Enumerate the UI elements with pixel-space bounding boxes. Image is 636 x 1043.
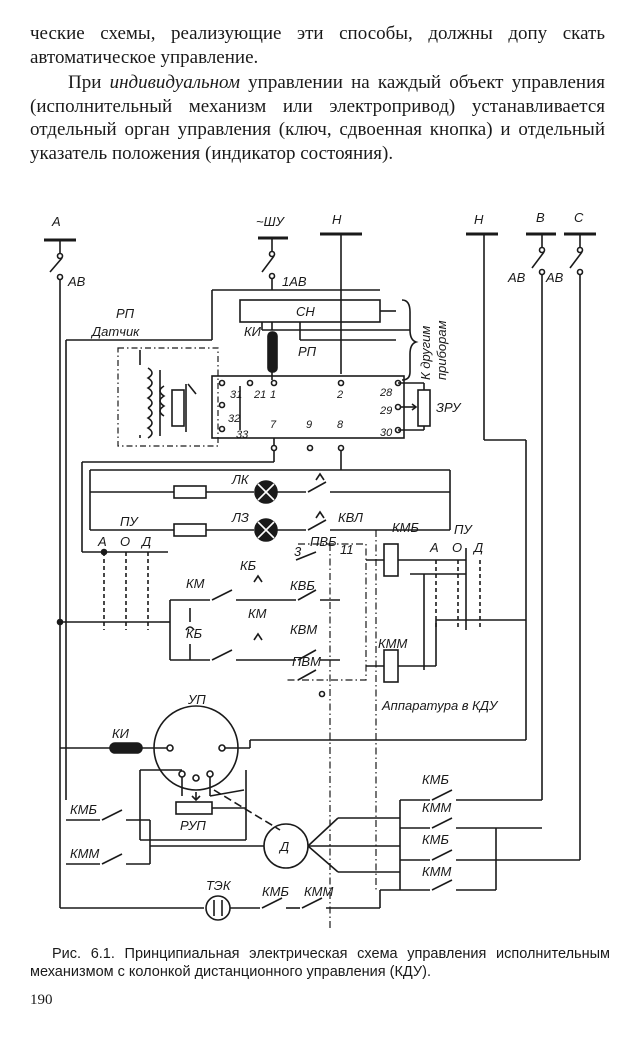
label-kb: КБ	[186, 626, 203, 641]
label-kb-small: КБ	[240, 558, 257, 573]
label-pu-right: ПУ	[454, 522, 473, 537]
label-lz: ЛЗ	[231, 510, 249, 525]
label-n11: 11	[340, 542, 354, 557]
label-kmm-r2: КММ	[422, 864, 451, 879]
paragraph-2-start: При	[68, 72, 110, 93]
figure-caption: Рис. 6.1. Принципиальная электрическая с…	[30, 945, 610, 981]
label-kmm-bottom: КММ	[304, 884, 333, 899]
label-bus-shu: ~ШУ	[256, 214, 286, 229]
paragraph-2-emphasis: индивидуальном	[109, 72, 240, 93]
label-kmb-bottom: КМБ	[262, 884, 289, 899]
label-kvb: КВБ	[290, 578, 315, 593]
label-t31: 31	[230, 389, 242, 401]
label-tek: ТЭК	[206, 878, 232, 893]
label-rp-top: РП	[116, 306, 135, 321]
label-sw-av: АВ	[67, 274, 86, 289]
label-pvb: ПВБ	[310, 534, 337, 549]
label-sw-av-c: АВ	[545, 270, 564, 285]
schematic-figure: А ~ШУ Н Н В С АВ 1АВ АВ АВ РП Датчик СН …	[0, 200, 636, 940]
label-a-right: А	[429, 540, 439, 555]
label-pu-left: ПУ	[120, 514, 139, 529]
label-t2: 2	[336, 389, 343, 401]
label-bus-n1: Н	[332, 212, 342, 227]
label-t9: 9	[306, 419, 312, 431]
label-sw-1av: 1АВ	[282, 274, 307, 289]
label-pvm: ПВМ	[292, 654, 321, 669]
paragraph-2: При индивидуальном управлении на каждый …	[30, 71, 605, 165]
label-motor: Д	[278, 839, 289, 854]
paragraph-1: ческие схемы, реализующие эти способы, д…	[30, 23, 605, 68]
label-t21: 21	[253, 389, 266, 401]
label-o-left: О	[120, 534, 130, 549]
label-t33: 33	[236, 429, 249, 441]
label-km2: КМ	[248, 606, 267, 621]
label-kmb-top: КМБ	[392, 520, 419, 535]
label-t30: 30	[380, 427, 393, 439]
label-t29: 29	[379, 405, 392, 417]
label-t32: 32	[228, 413, 240, 425]
label-other-devices-1: К другим	[418, 326, 433, 380]
label-kmm-r1: КММ	[422, 800, 451, 815]
label-kvl: КВЛ	[338, 510, 363, 525]
label-ki-top: КИ	[244, 324, 262, 339]
label-n3: 3	[294, 544, 302, 559]
label-t7: 7	[270, 419, 277, 431]
label-zru: ЗРУ	[436, 400, 462, 415]
paragraph-2-rest: управлении на каждый объект управления (…	[30, 72, 606, 164]
label-sensor: Датчик	[90, 324, 140, 339]
label-bus-n2: Н	[474, 212, 484, 227]
label-d-right: Д	[472, 540, 483, 555]
label-km1: КМ	[186, 576, 205, 591]
label-up: УП	[187, 692, 206, 707]
label-kdu: Аппаратура в КДУ	[381, 698, 499, 713]
label-other-devices-2: приборам	[434, 320, 449, 380]
label-kmm-left: КММ	[70, 846, 99, 861]
label-t1: 1	[270, 389, 276, 401]
label-bus-b: В	[536, 210, 545, 225]
label-bus-a: А	[51, 214, 61, 229]
label-sw-av-b: АВ	[507, 270, 526, 285]
control-circuit-diagram: А ~ШУ Н Н В С АВ 1АВ АВ АВ РП Датчик СН …	[44, 210, 596, 930]
label-t28: 28	[379, 387, 393, 399]
supply-buses	[44, 232, 596, 242]
label-a-left: А	[97, 534, 107, 549]
label-kmb-left: КМБ	[70, 802, 97, 817]
label-kmb-r2: КМБ	[422, 832, 449, 847]
label-rp-mid: РП	[298, 344, 317, 359]
label-t8: 8	[337, 419, 344, 431]
label-kvm: КВМ	[290, 622, 317, 637]
label-bus-c: С	[574, 210, 584, 225]
label-o-right: О	[452, 540, 462, 555]
label-kmm-mid: КММ	[378, 636, 407, 651]
page-number: 190	[30, 992, 53, 1008]
label-rup: РУП	[180, 818, 206, 833]
label-sn: СН	[296, 304, 315, 319]
body-text: ческие схемы, реализующие эти способы, д…	[30, 22, 605, 165]
caption-text: Рис. 6.1. Принципиальная электрическая с…	[30, 946, 610, 980]
label-d-left: Д	[140, 534, 151, 549]
label-lk: ЛК	[231, 472, 250, 487]
label-ki-bottom: КИ	[112, 726, 130, 741]
label-kmb-r1: КМБ	[422, 772, 449, 787]
